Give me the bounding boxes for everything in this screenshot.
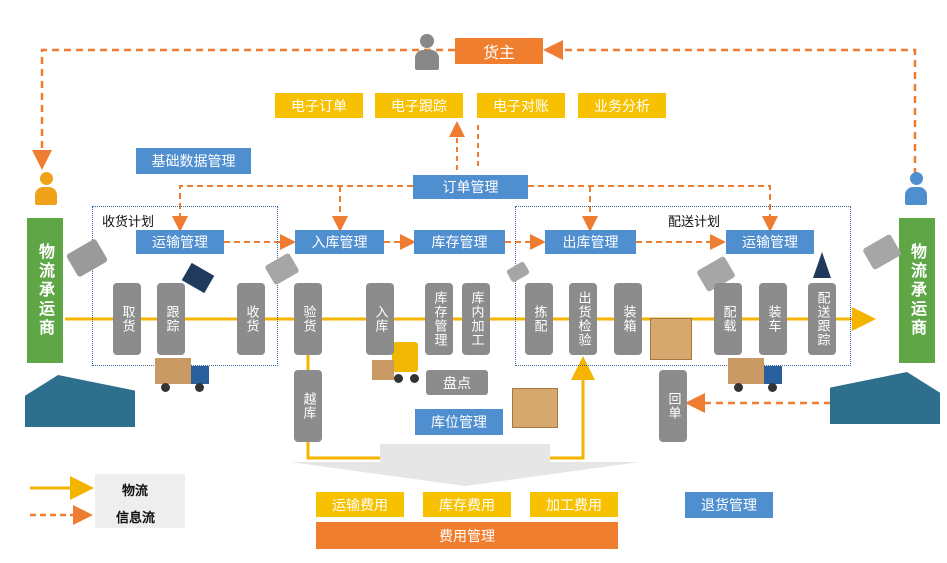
step-delivery-tracking: 配送跟踪 xyxy=(808,283,836,355)
step-inspect: 验货 xyxy=(294,283,322,355)
step-packing: 装箱 xyxy=(614,283,642,355)
e-reconcile-box: 电子对账 xyxy=(477,93,565,118)
e-order-box: 电子订单 xyxy=(275,93,363,118)
person-icon-left xyxy=(33,172,59,206)
person-icon xyxy=(413,34,441,70)
delivery-plan-label: 配送计划 xyxy=(668,215,721,230)
legend-logistics-label: 物流 xyxy=(122,484,149,499)
e-tracking-box: 电子跟踪 xyxy=(375,93,463,118)
cross-dock-box: 越库 xyxy=(294,370,322,442)
truck-icon xyxy=(728,358,784,392)
boxes-icon xyxy=(650,318,692,360)
inventory-cost-box: 库存费用 xyxy=(423,492,511,517)
shipper-box: 货主 xyxy=(455,38,543,64)
order-mgmt-box: 订单管理 xyxy=(413,175,528,199)
boxes-icon xyxy=(512,388,558,428)
forklift-icon xyxy=(372,340,428,386)
step-receive: 收货 xyxy=(237,283,265,355)
transport-cost-box: 运输费用 xyxy=(316,492,404,517)
transport-mgmt-right-box: 运输管理 xyxy=(726,230,814,254)
return-receipt-box: 回单 xyxy=(659,370,687,442)
step-tracking: 跟踪 xyxy=(157,283,185,355)
carrier-right: 物流承运商 xyxy=(899,218,935,363)
outbound-mgmt-box: 出库管理 xyxy=(545,230,636,254)
legend-background xyxy=(95,474,185,528)
step-putaway: 入库 xyxy=(366,283,394,355)
antenna-icon xyxy=(813,252,831,278)
location-mgmt-box: 库位管理 xyxy=(415,409,503,435)
step-outbound-check: 出货检验 xyxy=(569,283,597,355)
step-processing: 库内加工 xyxy=(462,283,490,355)
processing-cost-box: 加工费用 xyxy=(530,492,618,517)
return-mgmt-box: 退货管理 xyxy=(685,492,773,518)
cost-mgmt-box: 费用管理 xyxy=(316,522,618,549)
step-loading: 装车 xyxy=(759,283,787,355)
carrier-left: 物流承运商 xyxy=(27,218,63,363)
step-pickup: 取货 xyxy=(113,283,141,355)
business-analysis-box: 业务分析 xyxy=(578,93,666,118)
truck-icon xyxy=(155,358,211,392)
inventory-mgmt-box: 库存管理 xyxy=(414,230,505,254)
step-loading-plan: 配载 xyxy=(714,283,742,355)
step-inventory: 库存管理 xyxy=(425,283,453,355)
person-icon-right xyxy=(903,172,929,206)
stocktake-box: 盘点 xyxy=(426,370,488,395)
step-picking: 拣配 xyxy=(525,283,553,355)
legend-info-label: 信息流 xyxy=(116,511,156,526)
delivery-plan-region xyxy=(515,206,851,366)
transport-mgmt-left-box: 运输管理 xyxy=(136,230,224,254)
inbound-mgmt-box: 入库管理 xyxy=(295,230,384,254)
receive-plan-label: 收货计划 xyxy=(102,215,155,230)
basic-data-box: 基础数据管理 xyxy=(136,148,251,174)
